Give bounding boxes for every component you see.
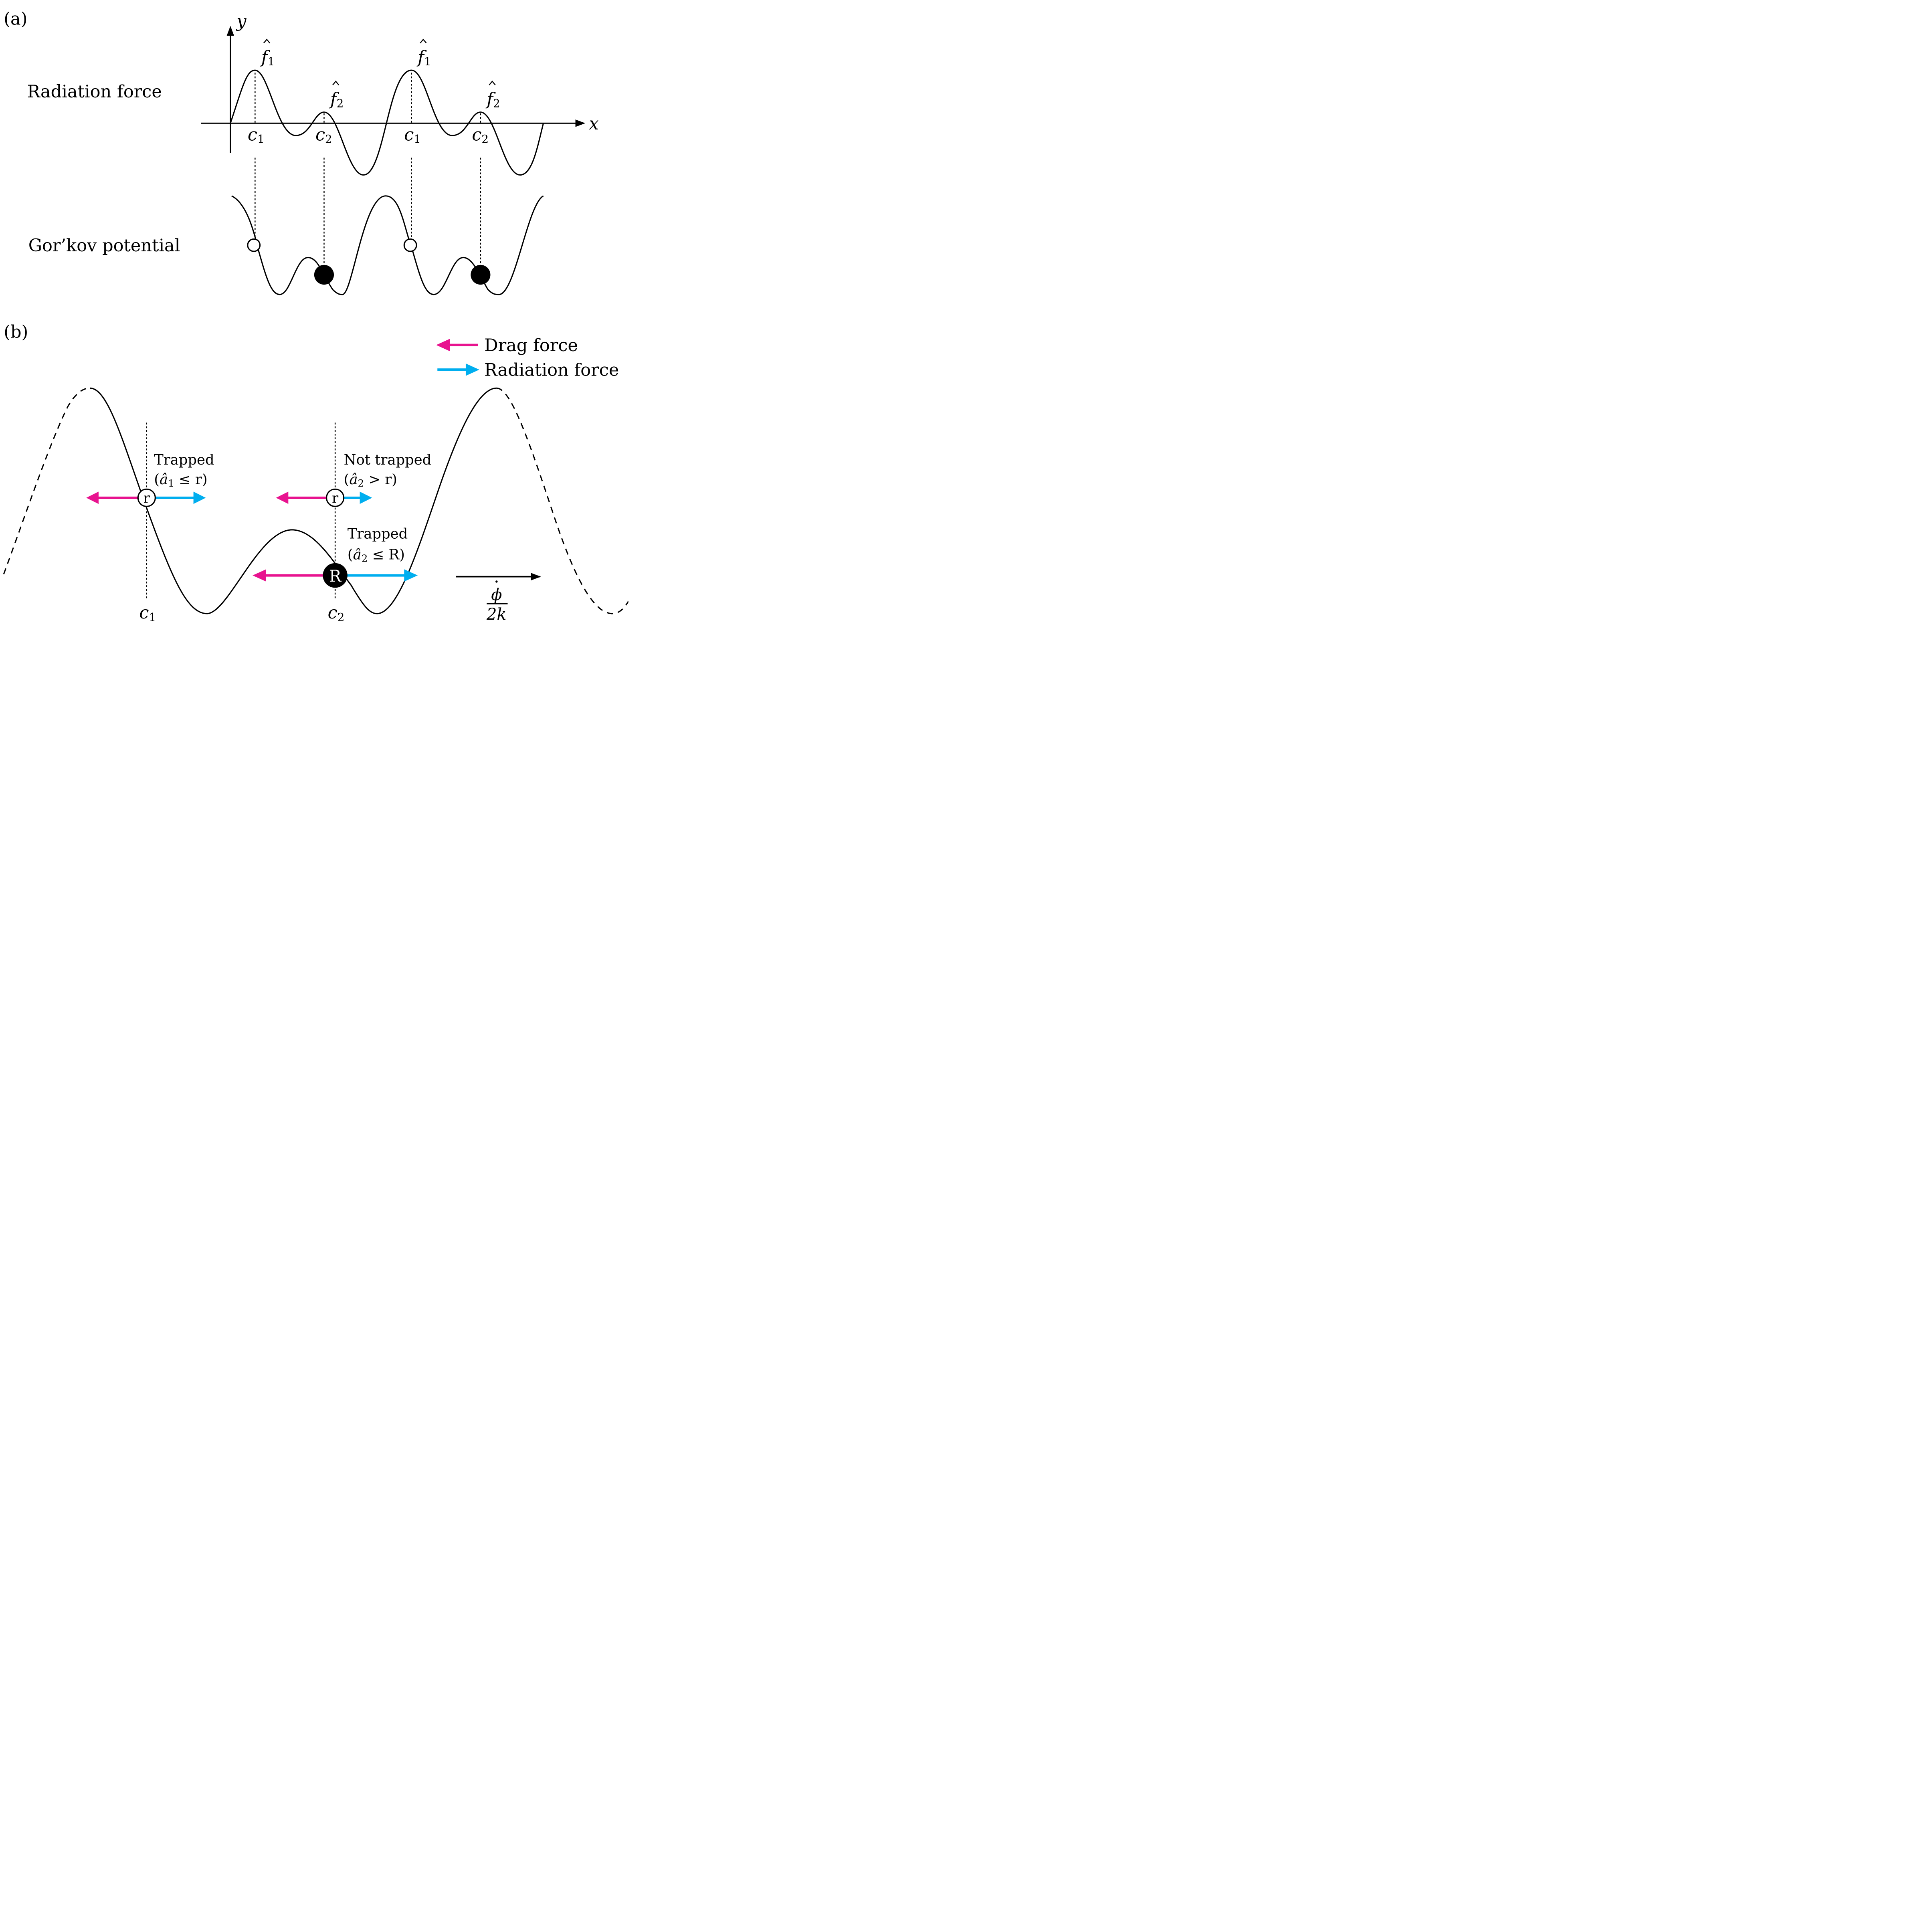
radiation-force-curve bbox=[230, 69, 544, 176]
force-title: Radiation force bbox=[27, 82, 162, 102]
hat-f1-b bbox=[420, 38, 427, 44]
legend-radiation-arrowhead bbox=[465, 363, 479, 376]
rad-arrow-mid-head bbox=[360, 491, 372, 504]
big-status: Trapped bbox=[348, 525, 408, 542]
particle-b-small-mid bbox=[326, 488, 345, 507]
c-label-a-4: c2 bbox=[472, 125, 489, 146]
velocity-numerator: ϕ bbox=[491, 586, 502, 604]
drag-arrow-mid-head bbox=[276, 491, 289, 504]
left-condition: (â1 ≤ r) bbox=[154, 471, 207, 489]
particle-open-1 bbox=[247, 238, 261, 252]
panel-b-label: (b) bbox=[4, 322, 28, 342]
potential-main-curve bbox=[90, 387, 497, 614]
particle-b-big bbox=[323, 563, 348, 588]
mid-status: Not trapped bbox=[344, 452, 432, 468]
peak-label-f1-a: f1 bbox=[260, 47, 275, 68]
potential-dashed-right bbox=[496, 387, 629, 614]
hat-f1-a bbox=[263, 38, 271, 44]
legend-radiation-label: Radiation force bbox=[484, 360, 619, 380]
c-labels-a: c1 c2 c1 c2 bbox=[248, 125, 489, 146]
guides-a bbox=[255, 73, 481, 275]
hat-f2-b bbox=[489, 80, 496, 85]
c-label-a-3: c1 bbox=[404, 125, 421, 146]
c-label-a-2: c2 bbox=[315, 125, 332, 146]
drag-arrow-big-head bbox=[253, 569, 266, 582]
c-label-b-2: c2 bbox=[328, 603, 345, 624]
rad-arrow-big-head bbox=[404, 569, 418, 582]
left-status: Trapped bbox=[154, 452, 214, 468]
c-label-a-1: c1 bbox=[248, 125, 265, 146]
panel-a-label: (a) bbox=[4, 9, 27, 29]
particle-b-small-left-symbol: r bbox=[143, 490, 150, 506]
potential-dashed-left bbox=[3, 387, 90, 575]
legend: Drag force Radiation force bbox=[436, 335, 619, 380]
particle-b-small-left bbox=[137, 488, 156, 507]
velocity-dot bbox=[495, 580, 498, 583]
particle-filled-1 bbox=[314, 265, 334, 285]
particle-b-big-symbol: R bbox=[329, 567, 342, 586]
particle-b-small-mid-symbol: r bbox=[332, 490, 339, 506]
x-axis-label: x bbox=[589, 114, 598, 134]
peak-labels: f1 f2 f1 f2 bbox=[260, 47, 500, 110]
particle-filled-2 bbox=[471, 265, 491, 285]
big-condition: (â2 ≤ R) bbox=[348, 547, 405, 564]
y-axis-label: y bbox=[236, 12, 247, 32]
mid-condition: (â2 > r) bbox=[344, 471, 397, 489]
peak-label-f1-b: f1 bbox=[416, 47, 431, 68]
c-label-b-1: c1 bbox=[139, 603, 156, 624]
figure: (a) Radiation force Gor’kov potential y … bbox=[3, 9, 629, 624]
drag-arrow-left-head bbox=[86, 491, 99, 504]
potential-title: Gor’kov potential bbox=[28, 236, 180, 256]
legend-drag-label: Drag force bbox=[484, 335, 578, 356]
legend-drag-arrowhead bbox=[436, 339, 450, 352]
particle-open-2 bbox=[403, 238, 417, 252]
velocity-denominator: 2k bbox=[486, 605, 507, 624]
gorkov-potential-curve bbox=[231, 195, 544, 295]
peak-label-f2-a: f2 bbox=[329, 89, 344, 110]
rad-arrow-left-head bbox=[193, 491, 206, 504]
peak-label-f2-b: f2 bbox=[485, 89, 500, 110]
hat-marks bbox=[263, 38, 496, 85]
hat-f2-a bbox=[332, 80, 340, 85]
